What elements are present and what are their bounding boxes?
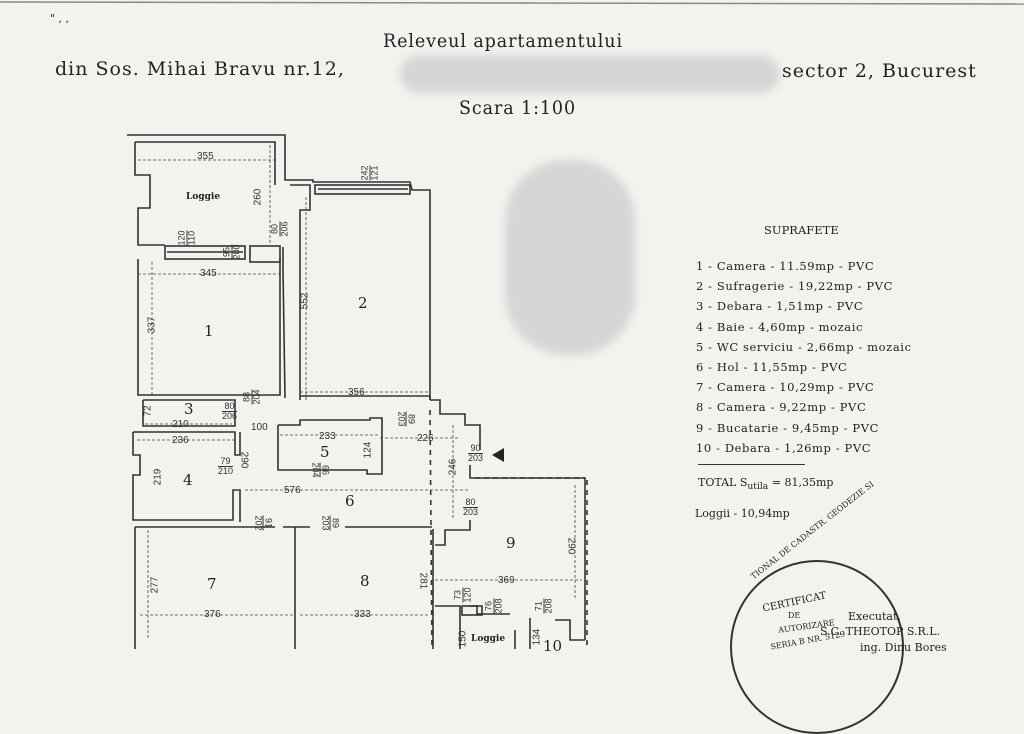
- surface-item: 9 - Bucatarie - 9,45mp - PVC: [696, 420, 880, 435]
- dimension: 376: [204, 609, 221, 620]
- surface-item: 10 - Debara - 1,26mp - PVC: [696, 440, 872, 455]
- dimension: 356: [348, 387, 365, 398]
- surface-item: 7 - Camera - 10,29mp - PVC: [696, 380, 875, 395]
- dimension: 337: [146, 316, 158, 334]
- divider: [698, 464, 805, 465]
- surface-item: 5 - WC serviciu - 2,66mp - mozaic: [696, 339, 912, 354]
- dimension: 219: [152, 468, 164, 486]
- dimension: 236: [172, 435, 189, 446]
- room-7: 7: [207, 575, 217, 593]
- dimension: 134: [531, 628, 543, 646]
- dimension: 72: [142, 405, 154, 417]
- company-name: S.C. THEOTOP S.R.L.: [820, 625, 941, 638]
- dimension: 260: [252, 188, 264, 206]
- dimension: 290: [565, 537, 577, 555]
- redacted-address: [400, 55, 780, 93]
- dimension: 290: [238, 451, 250, 469]
- room-4: 4: [183, 471, 193, 489]
- surface-item: 4 - Baie - 4,60mp - mozaic: [696, 319, 864, 334]
- dimension: 100: [251, 422, 268, 433]
- room-6: 6: [345, 492, 355, 510]
- engineer-name: ing. Dinu Bores: [860, 641, 947, 654]
- surface-item: 8 - Camera - 9,22mp - PVC: [696, 400, 867, 415]
- room-1: 1: [204, 322, 214, 340]
- executed-label: Executat,: [848, 610, 901, 623]
- floor-plan-walls: [0, 1, 1024, 649]
- room-5: 5: [320, 443, 330, 461]
- dimension: 369: [498, 575, 515, 586]
- dimension: 576: [284, 485, 301, 496]
- dimension: 226: [417, 433, 434, 444]
- dimension: 210: [172, 419, 189, 430]
- address-right: sector 2, Bucurest: [782, 60, 977, 82]
- dimension: 124: [362, 441, 374, 459]
- surfaces-list: 1 - Camera - 11.59mp - PVC 2 - Sufrageri…: [696, 256, 912, 458]
- scale-label: Scara 1:100: [459, 97, 577, 119]
- surface-item: 1 - Camera - 11.59mp - PVC: [696, 259, 875, 273]
- surface-item: 6 - Hol - 11,55mp - PVC: [696, 360, 848, 375]
- dimension: 277: [149, 576, 161, 594]
- scan-marks: " , ,: [50, 12, 70, 25]
- room-8: 8: [360, 572, 370, 590]
- dimension: 281: [417, 572, 429, 590]
- room-10: 10: [543, 637, 563, 655]
- surface-item: 3 - Debara - 1,51mp - PVC: [696, 299, 864, 314]
- loggia-label: Loggie: [186, 192, 221, 202]
- stamp-line: DE: [788, 611, 801, 620]
- redacted-area: [505, 160, 635, 355]
- total-surface: TOTAL Sutila = 81,35mp: [698, 476, 834, 493]
- room-9: 9: [506, 534, 516, 552]
- room-2: 2: [358, 294, 368, 312]
- dimension: 246: [447, 458, 459, 476]
- dimension: 233: [319, 431, 336, 442]
- dimension: 150: [457, 630, 469, 648]
- dimension: 333: [354, 609, 371, 620]
- entrance-arrow-icon: [492, 448, 504, 462]
- document-title: Releveul apartamentului: [383, 30, 623, 52]
- surfaces-title: SUPRAFETE: [764, 223, 839, 237]
- address-left: din Sos. Mihai Bravu nr.12,: [55, 58, 345, 80]
- dimension: 552: [299, 292, 311, 310]
- surface-item: 2 - Sufragerie - 19,22mp - PVC: [696, 279, 893, 294]
- loggii-surface: Loggii - 10,94mp: [695, 507, 790, 520]
- room-3: 3: [184, 400, 194, 418]
- loggia-label: Loggie: [471, 634, 506, 644]
- dimension: 355: [197, 151, 214, 162]
- dimension: 345: [200, 268, 217, 279]
